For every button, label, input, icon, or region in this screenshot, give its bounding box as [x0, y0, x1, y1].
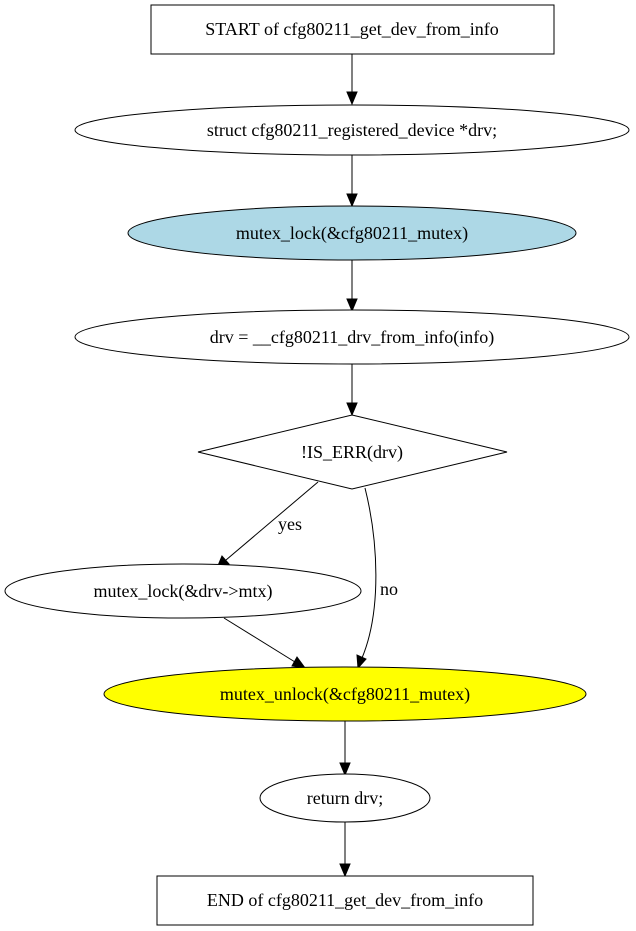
- node-assign-label: drv = __cfg80211_drv_from_info(info): [210, 327, 494, 348]
- node-unlock-global: mutex_unlock(&cfg80211_mutex): [103, 666, 587, 722]
- edge-label-no: no: [380, 579, 398, 599]
- edge-assign-to-cond: [346, 364, 358, 417]
- edge-start-to-decl: [346, 54, 358, 106]
- node-assign: drv = __cfg80211_drv_from_info(info): [74, 309, 630, 365]
- edge-label-yes: yes: [278, 514, 302, 534]
- node-unlock-global-label: mutex_unlock(&cfg80211_mutex): [220, 684, 470, 705]
- node-start: START of cfg80211_get_dev_from_info: [150, 4, 555, 55]
- node-lock-global-label: mutex_lock(&cfg80211_mutex): [236, 223, 468, 244]
- node-cond: !IS_ERR(drv): [197, 414, 508, 490]
- node-lock-global: mutex_lock(&cfg80211_mutex): [127, 205, 577, 261]
- edge-ret-to-end: [339, 822, 351, 878]
- edge-unlock-global-to-ret: [339, 720, 351, 777]
- node-ret: return drv;: [259, 773, 431, 823]
- edge-cond-to-lock-drv: yes: [216, 481, 319, 569]
- edge-cond-to-unlock-global: no: [356, 487, 398, 670]
- edge-lock-global-to-assign: [346, 260, 358, 313]
- node-decl-label: struct cfg80211_registered_device *drv;: [207, 120, 497, 140]
- node-cond-label: !IS_ERR(drv): [301, 442, 403, 463]
- nodes: START of cfg80211_get_dev_from_info stru…: [4, 4, 630, 926]
- node-ret-label: return drv;: [307, 788, 383, 808]
- edge-lock-drv-to-unlock-global: [223, 617, 307, 669]
- node-end: END of cfg80211_get_dev_from_info: [156, 875, 534, 926]
- node-lock-drv-label: mutex_lock(&drv->mtx): [93, 581, 272, 602]
- node-end-label: END of cfg80211_get_dev_from_info: [207, 890, 483, 910]
- node-decl: struct cfg80211_registered_device *drv;: [74, 104, 630, 156]
- node-start-label: START of cfg80211_get_dev_from_info: [205, 19, 498, 39]
- node-lock-drv: mutex_lock(&drv->mtx): [4, 563, 362, 619]
- edge-decl-to-lock-global: [346, 155, 358, 208]
